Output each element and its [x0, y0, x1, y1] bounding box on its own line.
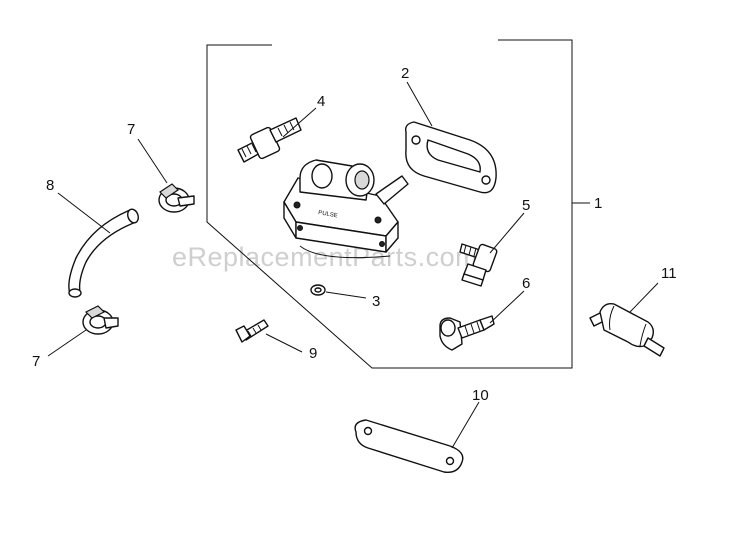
callout-4: 4	[317, 93, 325, 110]
callout-6: 6	[522, 275, 530, 292]
callout-11: 11	[661, 265, 677, 282]
leader-lines	[47, 81, 659, 449]
callout-7-lower: 7	[32, 353, 40, 370]
svg-text:PULSE: PULSE	[318, 210, 338, 219]
part-11-fuel-filter[interactable]	[589, 302, 665, 357]
part-7-hose-clamp-upper[interactable]	[158, 183, 195, 213]
callout-5: 5	[522, 197, 530, 214]
callout-9: 9	[309, 345, 317, 362]
watermark: eReplacementParts.com	[172, 242, 478, 272]
part-6-elbow-fitting[interactable]	[439, 315, 495, 351]
part-4-elbow-fitting[interactable]	[237, 117, 302, 163]
callout-10: 10	[472, 387, 489, 404]
part-8-hose[interactable]	[68, 208, 140, 298]
callout-1: 1	[594, 195, 602, 212]
part-10-gasket-plate[interactable]	[354, 419, 464, 473]
assembly-outline	[206, 39, 590, 369]
callout-7-upper: 7	[127, 121, 135, 138]
callout-8: 8	[46, 177, 54, 194]
part-2-gasket[interactable]	[404, 121, 497, 194]
part-1-fuel-pump[interactable]: PULSE	[283, 159, 409, 259]
callout-3: 3	[372, 293, 380, 310]
part-7-hose-clamp-lower[interactable]	[82, 305, 119, 335]
callout-labels: 1 2 3 4 5 6 7 7 8 9 10 11	[32, 65, 677, 404]
part-3-washer[interactable]	[310, 284, 326, 296]
part-9-screw[interactable]	[235, 319, 269, 343]
callout-2: 2	[401, 65, 409, 82]
